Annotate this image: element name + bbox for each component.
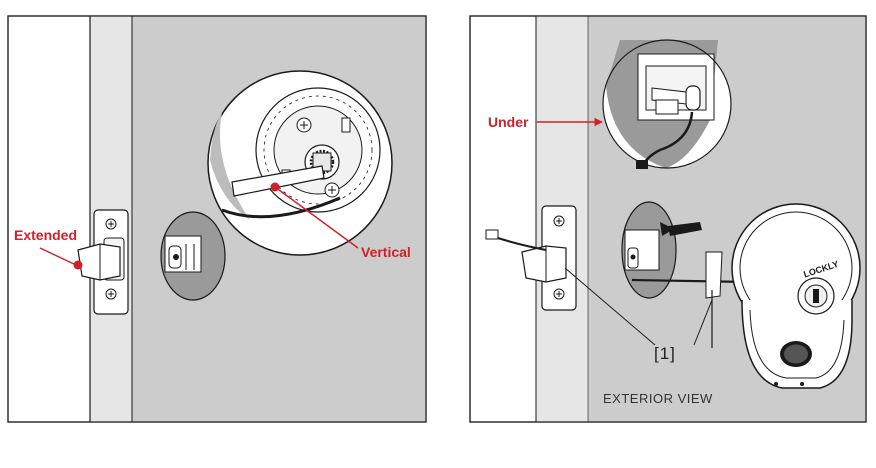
door-bore-hole <box>160 211 226 301</box>
extended-label: Extended <box>14 227 78 243</box>
vertical-tailpiece <box>231 165 325 197</box>
latch-plate-right <box>521 205 577 311</box>
extended-latch-bolt <box>77 243 121 281</box>
door-bore-hole-right <box>621 201 702 299</box>
extended-marker-dot <box>73 260 83 270</box>
right-panel: LOCKLY <box>469 15 867 423</box>
latch-plate <box>77 209 129 315</box>
under-label: Under <box>488 114 529 130</box>
magnified-latch-view <box>207 70 393 256</box>
callout-label: [1] <box>654 344 676 363</box>
black-arrow <box>668 222 702 236</box>
vertical-marker-dot <box>270 182 280 192</box>
vertical-label: Vertical <box>361 244 411 260</box>
left-panel <box>7 15 427 423</box>
lockly-exterior-deadbolt: LOCKLY <box>705 203 861 389</box>
rj-connector <box>485 229 499 240</box>
exterior-view-caption: EXTERIOR VIEW <box>603 391 713 406</box>
magnified-cable-view <box>602 39 732 169</box>
cable-connector <box>636 160 648 169</box>
